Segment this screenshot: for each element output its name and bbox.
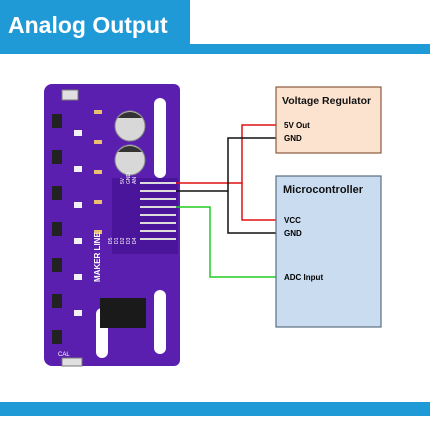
regulator-pin-5v-out: 5V Out: [284, 121, 310, 130]
header-line: [190, 44, 430, 54]
header-pin: [140, 182, 176, 184]
ir-sensor: [52, 222, 62, 236]
sensor-board: MAKER LINE 5V GND AN D1 D2 D3 D4 D5 CAL: [44, 84, 180, 367]
header-pin: [140, 214, 176, 216]
header-pin: [140, 190, 176, 192]
board-brand: MAKER LINE: [93, 232, 102, 282]
wire-black-gnd-mcu: [227, 191, 276, 234]
wire-red-5v: [176, 124, 276, 184]
microcontroller-title: Microcontroller: [283, 184, 364, 196]
mounting-slot-bottom: [154, 290, 166, 354]
header-pin-labels: 5V GND AN D1 D2 D3 D4 D5: [108, 173, 138, 245]
indicator-led: [74, 310, 82, 316]
capacitor-1-band: [118, 112, 142, 118]
capacitor-1: [114, 110, 146, 142]
page-title: Analog Output: [8, 12, 168, 38]
smd-resistor: [94, 200, 102, 204]
indicator-led: [74, 166, 82, 172]
wire-red-vcc: [241, 183, 276, 221]
header-pin-label: 5V: [120, 177, 126, 184]
header-pin: [140, 230, 176, 232]
mounting-slot-top: [154, 98, 166, 178]
ir-sensor: [52, 150, 62, 164]
header-pin-label: D1: [114, 237, 120, 244]
microcontroller-box: [275, 175, 382, 328]
sensor-column-left: [52, 114, 62, 344]
header-pin-label: GND: [126, 173, 132, 185]
ic-chip: [100, 298, 146, 328]
indicator-led: [74, 238, 82, 244]
header-pin-label: D3: [126, 237, 132, 244]
ir-sensor: [52, 258, 62, 272]
voltage-regulator-block: Voltage Regulator 5V Out GND: [275, 86, 382, 154]
led-column: [74, 130, 82, 316]
regulator-pin-gnd: GND: [284, 134, 302, 143]
header-bar: [0, 0, 190, 54]
header-pin: [140, 222, 176, 224]
header-pin-label: AN: [132, 177, 138, 184]
capacitor-2: [114, 144, 146, 176]
smd-resistor: [94, 170, 102, 174]
mcu-pin-vcc: VCC: [284, 216, 301, 225]
wires: [176, 124, 276, 278]
ir-sensor: [52, 294, 62, 308]
indicator-led: [74, 130, 82, 136]
header-pin-label: D4: [132, 237, 138, 244]
header-pin-label: D5: [108, 237, 114, 244]
ir-sensor: [52, 186, 62, 200]
wire-black-gnd: [176, 137, 276, 192]
cal-label: CAL: [58, 352, 70, 358]
header-pin: [140, 206, 176, 208]
pin-header: [112, 178, 178, 254]
ir-sensor: [52, 114, 62, 128]
capacitor-2-band: [118, 146, 142, 152]
indicator-led: [74, 274, 82, 280]
indicator-led: [74, 202, 82, 208]
smd-resistor: [94, 140, 102, 144]
mcu-pin-adc-input: ADC Input: [284, 273, 323, 282]
header-pin: [140, 198, 176, 200]
microcontroller-block: Microcontroller VCC GND ADC Input: [275, 175, 382, 328]
cal-button: [61, 357, 83, 367]
smd-components: [94, 110, 102, 234]
ir-sensor: [52, 330, 62, 344]
header-pin: [140, 238, 176, 240]
mcu-pin-gnd: GND: [284, 229, 302, 238]
footer-bar: [0, 402, 430, 416]
header-pin-label: D2: [120, 237, 126, 244]
smd-resistor: [94, 110, 102, 114]
wire-green-analog: [176, 206, 276, 278]
voltage-regulator-title: Voltage Regulator: [282, 95, 371, 107]
power-switch: [61, 89, 79, 101]
smd-resistor: [94, 230, 102, 234]
voltage-regulator-box: [275, 86, 382, 154]
